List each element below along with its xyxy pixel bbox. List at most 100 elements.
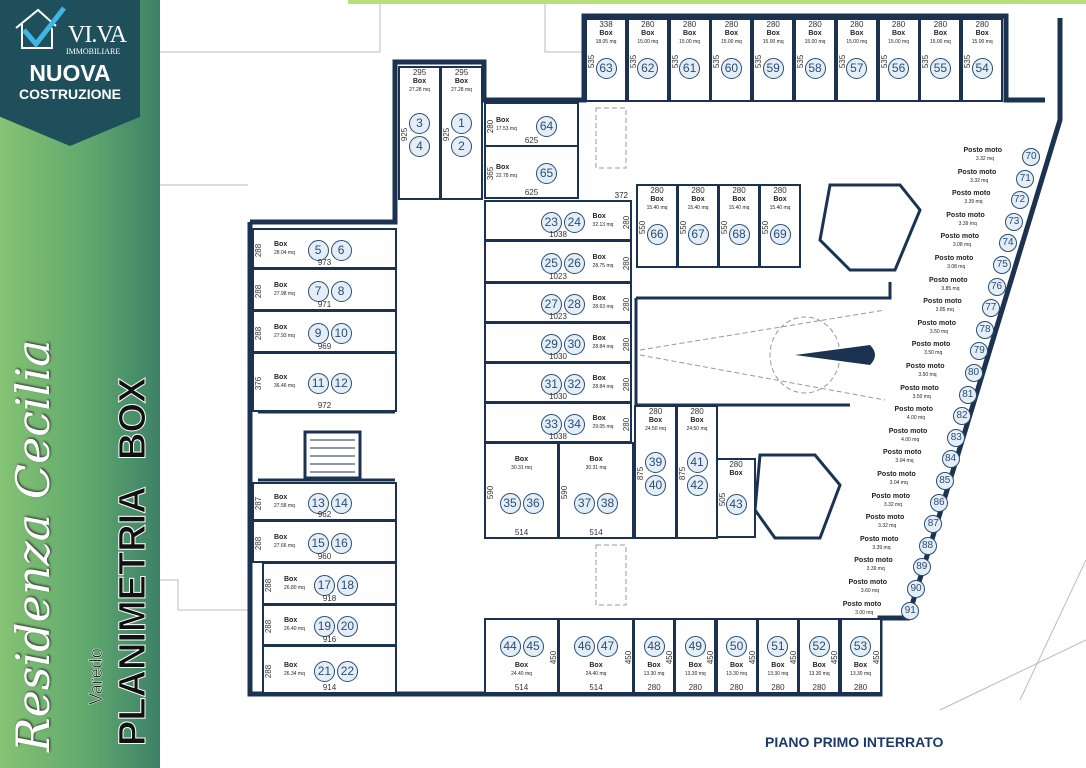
box-area: 26.40 mq [284,626,305,632]
moto-spot-75[interactable]: Posto moto 3.08 mq 75 [901,255,1012,277]
box-area: 27.58 mq [274,502,295,509]
box-number-badge: 39 [645,452,666,473]
moto-spot-72[interactable]: Posto moto 3.39 mq 72 [919,190,1029,212]
moto-spot-88[interactable]: Posto moto 3.39 mq 88 [827,536,937,558]
moto-area: 4.00 mq [901,436,920,443]
moto-spot-83[interactable]: Posto moto 4.00 mq 83 [855,428,966,450]
logo-text: VI.VA [68,22,127,48]
moto-spot-73[interactable]: Posto moto 3.39 mq 73 [913,212,1023,234]
box-numbers: 48 [635,636,673,657]
box-label: Box [284,661,298,669]
moto-spot-80[interactable]: Posto moto 3.50 mq 80 [873,363,983,385]
box-width-dimension: 338 [599,20,613,29]
moto-spot-91[interactable]: Posto moto 3.00 mq 91 [809,601,920,623]
box-number-badge: 36 [522,492,544,514]
box-label: Box [592,374,606,382]
box-depth-dimension: 288 [254,284,264,298]
moto-label: Posto moto [946,211,985,219]
box-area: 15.00 mq [637,39,659,45]
moto-spot-86[interactable]: Posto moto 3.32 mq 86 [838,493,948,515]
box-label: Box [274,374,288,381]
moto-spot-81[interactable]: Posto moto 3.50 mq 81 [867,385,977,407]
box-numbers: 56 [880,58,918,79]
box-area: 32.13 mq [592,221,614,228]
box-label: Box [514,456,529,463]
box-depth-dimension: 925 [400,127,410,142]
box-width-dimension: 514 [514,683,529,692]
moto-spot-76[interactable]: Posto moto 3.85 mq 76 [896,277,1006,299]
box-width-dimension: 969 [317,342,332,351]
moto-spot-79[interactable]: Posto moto 3.50 mq 79 [878,341,989,363]
moto-spot-90[interactable]: Posto moto 3.60 mq 90 [815,579,925,601]
moto-spot-70[interactable]: Posto moto 3.32 mq 70 [930,147,1040,169]
moto-spot-89[interactable]: Posto moto 3.39 mq 89 [821,557,931,579]
moto-spot-77[interactable]: Posto moto 3.85 mq 77 [890,298,1000,320]
moto-spot-85[interactable]: Posto moto 3.04 mq 85 [844,471,954,493]
moto-spot-74[interactable]: Posto moto 3.08 mq 74 [907,233,1017,255]
moto-spot-84[interactable]: Posto moto 3.04 mq 84 [850,449,960,471]
box-area: 15.40 mq [769,205,791,211]
box-area: 15.00 mq [762,39,784,45]
box-area: 27.28 mq [451,87,472,93]
box-number-badge: 62 [637,58,659,79]
box-numbers: 67 [679,224,717,245]
box-width-dimension: 962 [317,510,332,519]
box-label: Box [592,334,606,342]
moto-spot-78[interactable]: Posto moto 3.50 mq 78 [884,320,994,342]
box-number-badge: 25 [540,252,562,274]
moto-spot-71[interactable]: Posto moto 3.32 mq 71 [924,169,1035,191]
moto-spot-82[interactable]: Posto moto 4.00 mq 82 [861,406,971,428]
moto-spot-87[interactable]: Posto moto 3.32 mq 87 [832,514,943,536]
box-number-badge: 37 [574,492,595,514]
moto-label: Posto moto [940,233,980,241]
